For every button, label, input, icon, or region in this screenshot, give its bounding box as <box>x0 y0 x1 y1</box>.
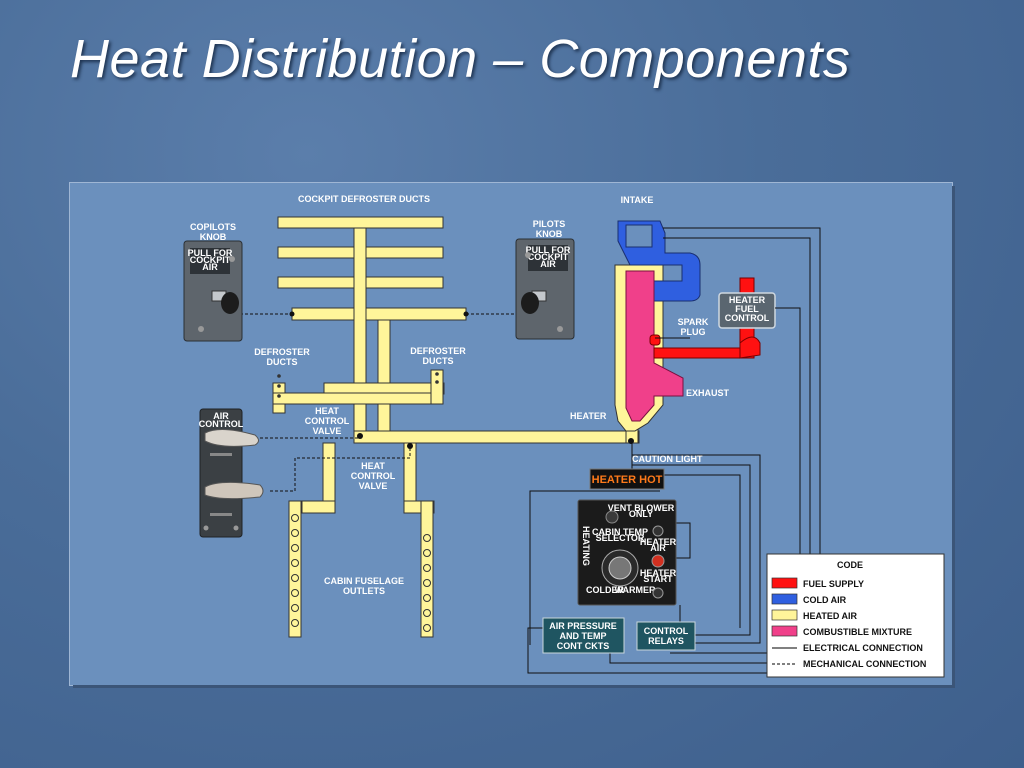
svg-text:HEATING: HEATING <box>581 526 591 566</box>
legend-title: CODE <box>837 560 863 570</box>
svg-text:CONT CKTS: CONT CKTS <box>557 641 610 651</box>
svg-text:COLDER: COLDER <box>586 585 625 595</box>
svg-text:CONTROL: CONTROL <box>644 626 689 636</box>
svg-text:HEAT: HEAT <box>361 461 385 471</box>
intake-opening <box>625 224 653 248</box>
svg-text:PULL FOR: PULL FOR <box>188 248 233 258</box>
svg-text:CONTROL: CONTROL <box>351 471 396 481</box>
svg-text:PLUG: PLUG <box>680 327 705 337</box>
cold-air-intake <box>617 220 701 302</box>
svg-text:AIR: AIR <box>650 543 666 553</box>
legend-swatch-fuel-supply <box>771 577 798 589</box>
legend-swatch-combustible-mixture <box>771 625 798 637</box>
combustion-chamber <box>625 270 684 422</box>
heater-fuel-control-box <box>718 292 776 329</box>
svg-text:VENT BLOWER: VENT BLOWER <box>608 503 675 513</box>
legend: CODE FUEL SUPPLY COLD AIR HEATED AIR COM… <box>766 553 945 678</box>
svg-text:HEATER: HEATER <box>640 568 677 578</box>
svg-text:WARMER: WARMER <box>615 585 656 595</box>
legend-label-mechanical: MECHANICAL CONNECTION <box>803 659 926 669</box>
svg-text:COCKPIT: COCKPIT <box>190 255 231 265</box>
svg-text:AIR: AIR <box>213 411 229 421</box>
mechanical-connections <box>240 313 522 492</box>
svg-text:AIR: AIR <box>540 259 556 269</box>
svg-text:FUEL: FUEL <box>735 304 759 314</box>
svg-text:DUCTS: DUCTS <box>267 357 298 367</box>
cabin-branch <box>301 500 336 514</box>
svg-text:SPARK: SPARK <box>678 317 709 327</box>
control-relays-box <box>636 621 696 651</box>
svg-text:CONTROL: CONTROL <box>199 419 244 429</box>
svg-text:VALVE: VALVE <box>313 426 342 436</box>
legend-swatch-heated-air <box>771 609 798 621</box>
svg-text:KNOB: KNOB <box>536 229 563 239</box>
pilots-knob-panel: PULL FOR COCKPIT AIR <box>515 238 575 340</box>
diagram-labels: COCKPIT DEFROSTER DUCTS COPILOTS KNOB PI… <box>190 194 770 651</box>
svg-text:PILOTS: PILOTS <box>533 219 566 229</box>
svg-text:SELECTOR: SELECTOR <box>596 533 645 543</box>
legend-label-cold-air: COLD AIR <box>803 595 847 605</box>
slide-title: Heat Distribution – Components <box>70 29 851 89</box>
legend-label-fuel-supply: FUEL SUPPLY <box>803 579 864 589</box>
legend-label-heated-air: HEATED AIR <box>803 611 858 621</box>
valve-pivots <box>289 311 634 449</box>
heater-hot-caution-light <box>589 468 665 490</box>
defroster-duct-bar <box>291 307 467 321</box>
svg-text:START: START <box>643 574 673 584</box>
defroster-crossbar <box>323 382 445 395</box>
copilots-knob-panel: PULL FOR COCKPIT AIR <box>183 240 243 342</box>
svg-text:HEATER: HEATER <box>570 411 607 421</box>
heat-distribution-diagram: PULL FOR COCKPIT AIR PULL FOR COCKPIT AI… <box>70 183 952 685</box>
heating-control-panel: HEATING VENT BLOWER ONLY CABIN TEMP SELE… <box>577 499 677 606</box>
svg-text:CABIN TEMP: CABIN TEMP <box>592 527 648 537</box>
svg-text:DEFROSTER: DEFROSTER <box>410 346 466 356</box>
svg-text:CONTROL: CONTROL <box>725 313 770 323</box>
cabin-outlet-holes <box>291 514 431 632</box>
main-duct-trunk <box>377 319 391 434</box>
legend-label-electrical: ELECTRICAL CONNECTION <box>803 643 923 653</box>
svg-text:VALVE: VALVE <box>359 481 388 491</box>
svg-text:AIR PRESSURE: AIR PRESSURE <box>549 621 617 631</box>
svg-text:CABIN FUSELAGE: CABIN FUSELAGE <box>324 576 404 586</box>
svg-text:AND TEMP: AND TEMP <box>560 631 607 641</box>
svg-text:ONLY: ONLY <box>629 509 653 519</box>
legend-label-combustible-mixture: COMBUSTIBLE MIXTURE <box>803 627 912 637</box>
main-heated-duct <box>353 430 640 444</box>
heater-hot-text: HEATER HOT <box>592 474 663 486</box>
defroster-outlet-holes <box>277 372 439 398</box>
svg-text:CAUTION LIGHT: CAUTION LIGHT <box>632 454 703 464</box>
svg-text:INTAKE: INTAKE <box>621 195 654 205</box>
svg-text:COCKPIT: COCKPIT <box>528 252 569 262</box>
defroster-duct-bar <box>277 216 444 229</box>
svg-text:AIR: AIR <box>202 262 218 272</box>
svg-text:DUCTS: DUCTS <box>423 356 454 366</box>
defroster-crossbar <box>272 392 444 405</box>
svg-text:CONTROL: CONTROL <box>305 416 350 426</box>
svg-text:DEFROSTER: DEFROSTER <box>254 347 310 357</box>
cockpit-defroster-ducts-label: COCKPIT DEFROSTER DUCTS <box>298 194 430 204</box>
diagram-canvas: PULL FOR COCKPIT AIR PULL FOR COCKPIT AI… <box>183 194 945 678</box>
air-control-panel: AIR CONTROL <box>199 408 264 538</box>
svg-text:HEATER: HEATER <box>640 537 677 547</box>
cabin-outlet-right <box>420 500 434 638</box>
svg-text:COPILOTS: COPILOTS <box>190 222 236 232</box>
svg-text:KNOB: KNOB <box>200 232 227 242</box>
svg-text:HEAT: HEAT <box>315 406 339 416</box>
legend-swatch-cold-air <box>771 593 798 605</box>
air-pressure-temp-box <box>542 617 625 654</box>
svg-text:OUTLETS: OUTLETS <box>343 586 385 596</box>
svg-text:RELAYS: RELAYS <box>648 636 684 646</box>
defroster-drop-right <box>430 369 444 405</box>
svg-text:PULL FOR: PULL FOR <box>526 245 571 255</box>
svg-text:EXHAUST: EXHAUST <box>686 388 730 398</box>
svg-text:HEATER: HEATER <box>729 295 766 305</box>
